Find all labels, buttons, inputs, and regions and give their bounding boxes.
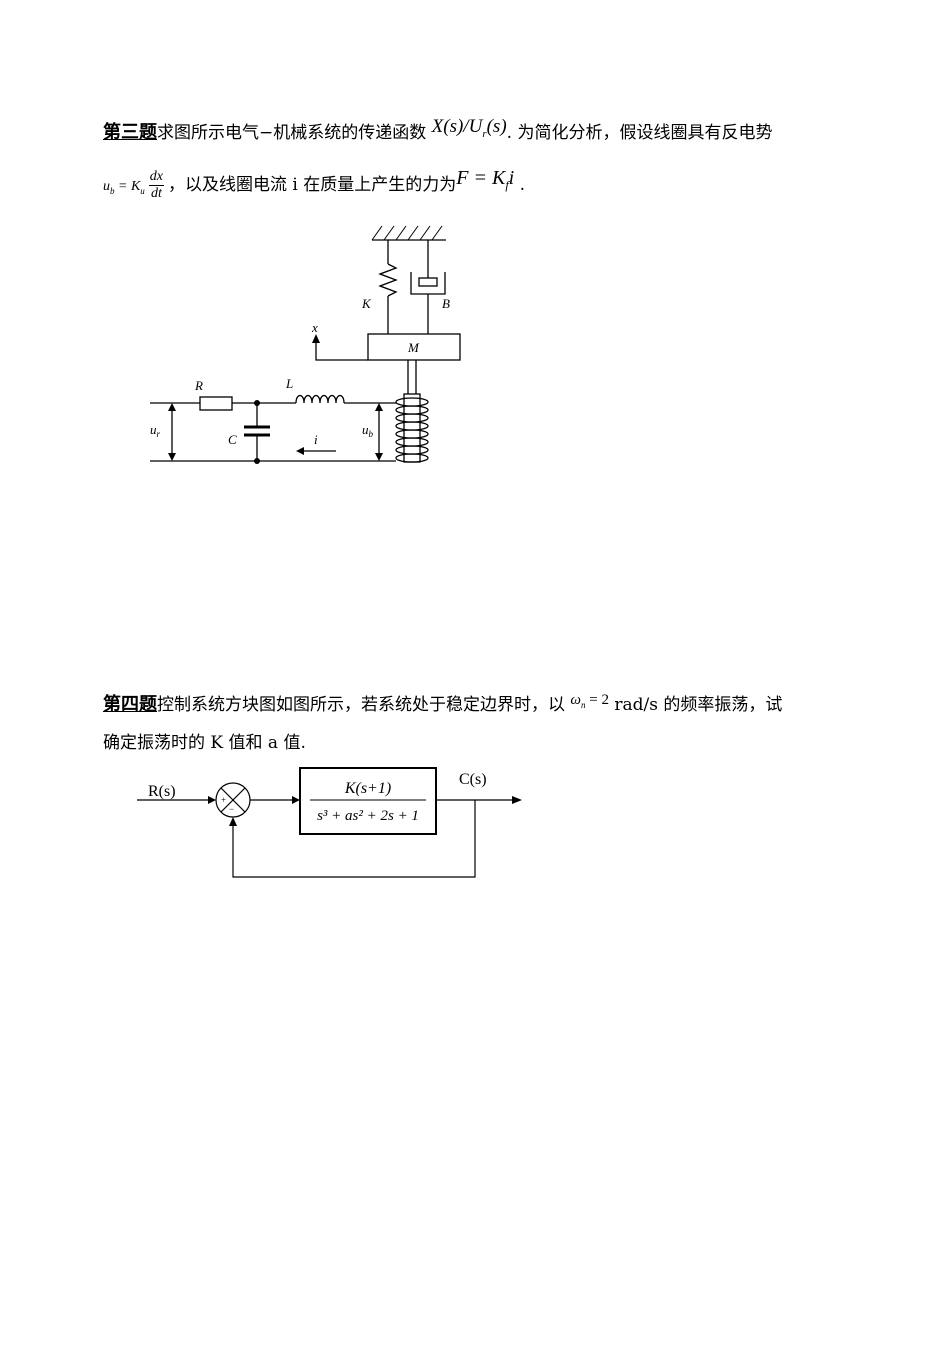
tf-denominator: s³ + as² + 2s + 1 xyxy=(317,808,419,824)
input-label: R(s) xyxy=(148,783,176,800)
mass-block xyxy=(367,333,461,361)
q3-text-4: . xyxy=(514,175,526,195)
q3-transfer-expr: X(s)/Ur(s) xyxy=(431,116,507,140)
transfer-function-block xyxy=(299,767,437,835)
label-ub: ub xyxy=(362,422,374,439)
label-x: x xyxy=(311,320,318,335)
q3-paragraph: 第三题求图所示电气−机械系统的传递函数 X(s)/Ur(s). 为简化分析，假设… xyxy=(103,116,875,155)
label-ur: ur xyxy=(150,422,161,439)
coil-windings xyxy=(395,397,429,463)
output-arrow-head xyxy=(512,796,522,804)
x-reference-line xyxy=(315,340,368,361)
sum-minus-sign: − xyxy=(229,804,234,814)
q4-label: 第四题 xyxy=(103,694,157,715)
q4-paragraph: 第四题控制系统方块图如图所示，若系统处于稳定边界时，以 ωn = 2 rad/s… xyxy=(103,690,875,726)
output-label: C(s) xyxy=(459,771,487,788)
junction-bottom xyxy=(254,458,260,464)
q3-electromechanical-figure: K B M x R L C i ur ub xyxy=(150,225,461,464)
spring-k xyxy=(378,263,398,297)
inductor-l xyxy=(295,394,345,404)
label-b: B xyxy=(442,296,450,311)
q4-text-1: 控制系统方块图如图所示，若系统处于稳定边界时，以 xyxy=(157,695,565,715)
forward-arrow-head xyxy=(292,796,300,804)
label-c: C xyxy=(228,432,237,447)
label-r: R xyxy=(194,378,203,393)
coil-core xyxy=(403,393,421,463)
label-k: K xyxy=(361,296,372,311)
ceiling-hatch xyxy=(371,225,443,241)
feedback-arrow-head xyxy=(229,817,237,826)
q3-force-expr: F = Kfi xyxy=(456,167,515,192)
damper-piston xyxy=(418,277,438,287)
q4-block-diagram: R(s) C(s) K(s+1) s³ + as² + 2s + 1 + − xyxy=(137,767,522,878)
feedback-path xyxy=(232,800,476,878)
resistor-r xyxy=(199,396,233,411)
q4-omega-expr: ωn = 2 xyxy=(570,692,609,710)
q4-unit-text: rad/s 的频率振荡，试 xyxy=(608,695,783,715)
label-l: L xyxy=(285,376,293,391)
label-i: i xyxy=(314,432,318,447)
junction-top xyxy=(254,400,260,406)
q3-backemf-expr: ub = Ku xyxy=(103,179,145,196)
sum-plus-sign: + xyxy=(221,795,226,805)
q3-text-1: 求图所示电气−机械系统的传递函数 xyxy=(157,123,427,143)
q3-text-3: ，以及线圈电流 i 在质量上产生的力为 xyxy=(168,175,457,195)
q3-text-2: . 为简化分析，假设线圈具有反电势 xyxy=(506,123,773,143)
x-arrow-head xyxy=(312,334,320,343)
q4-line-2: 确定振荡时的 K 值和 a 值. xyxy=(103,733,306,753)
label-m: M xyxy=(407,340,420,355)
input-arrow-head xyxy=(208,796,216,804)
tf-numerator: K(s+1) xyxy=(344,780,391,797)
q3-label: 第三题 xyxy=(103,122,157,143)
